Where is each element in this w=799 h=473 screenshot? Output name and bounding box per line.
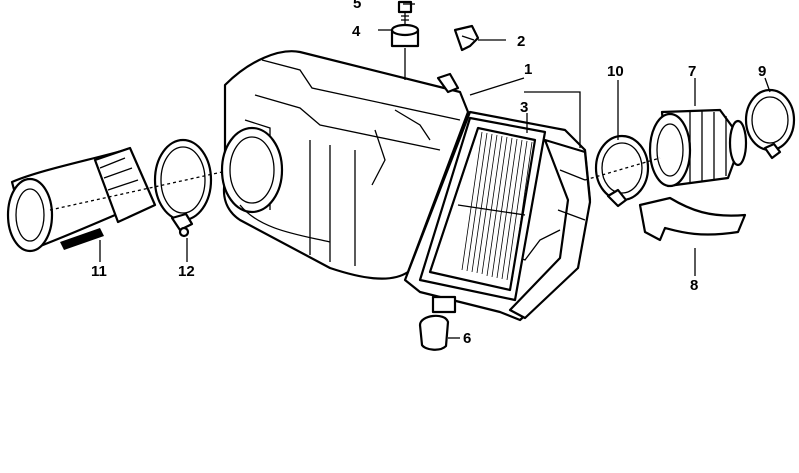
part-11-intake-snorkel [6, 146, 157, 253]
part-4-rubber-mount [390, 23, 420, 48]
part-5-nut [397, 0, 413, 24]
part-10-hose-clamp [594, 134, 650, 208]
callout-11: 11 [91, 263, 107, 280]
callout-1: 1 [524, 61, 532, 78]
callout-2: 2 [517, 33, 525, 50]
part-housing-body [220, 50, 470, 280]
part-9-hose-clamp [744, 88, 796, 160]
callout-7: 7 [688, 63, 696, 80]
callout-4: 4 [352, 23, 361, 40]
leader-lines [99, 3, 771, 339]
callout-3: 3 [520, 99, 528, 116]
callout-8: 8 [690, 277, 698, 294]
part-3-filter-element [418, 116, 547, 302]
part-6-rubber-cap [418, 295, 457, 351]
callout-5: 5 [353, 0, 361, 12]
part-12-hose-clamp [153, 138, 213, 238]
callout-6: 6 [463, 330, 471, 347]
filter-pleats [457, 131, 533, 283]
assembly-axis-lines [49, 157, 661, 211]
callout-labels: 5 4 2 1 3 10 7 9 8 6 11 12 [91, 0, 766, 347]
callout-10: 10 [607, 63, 624, 80]
part-7-rubber-boot [648, 108, 748, 188]
part-2-spring-clip [453, 24, 480, 52]
callout-9: 9 [758, 63, 766, 80]
callout-12: 12 [178, 263, 195, 280]
lid-clip [436, 72, 460, 94]
part-8-bracket [638, 196, 747, 242]
